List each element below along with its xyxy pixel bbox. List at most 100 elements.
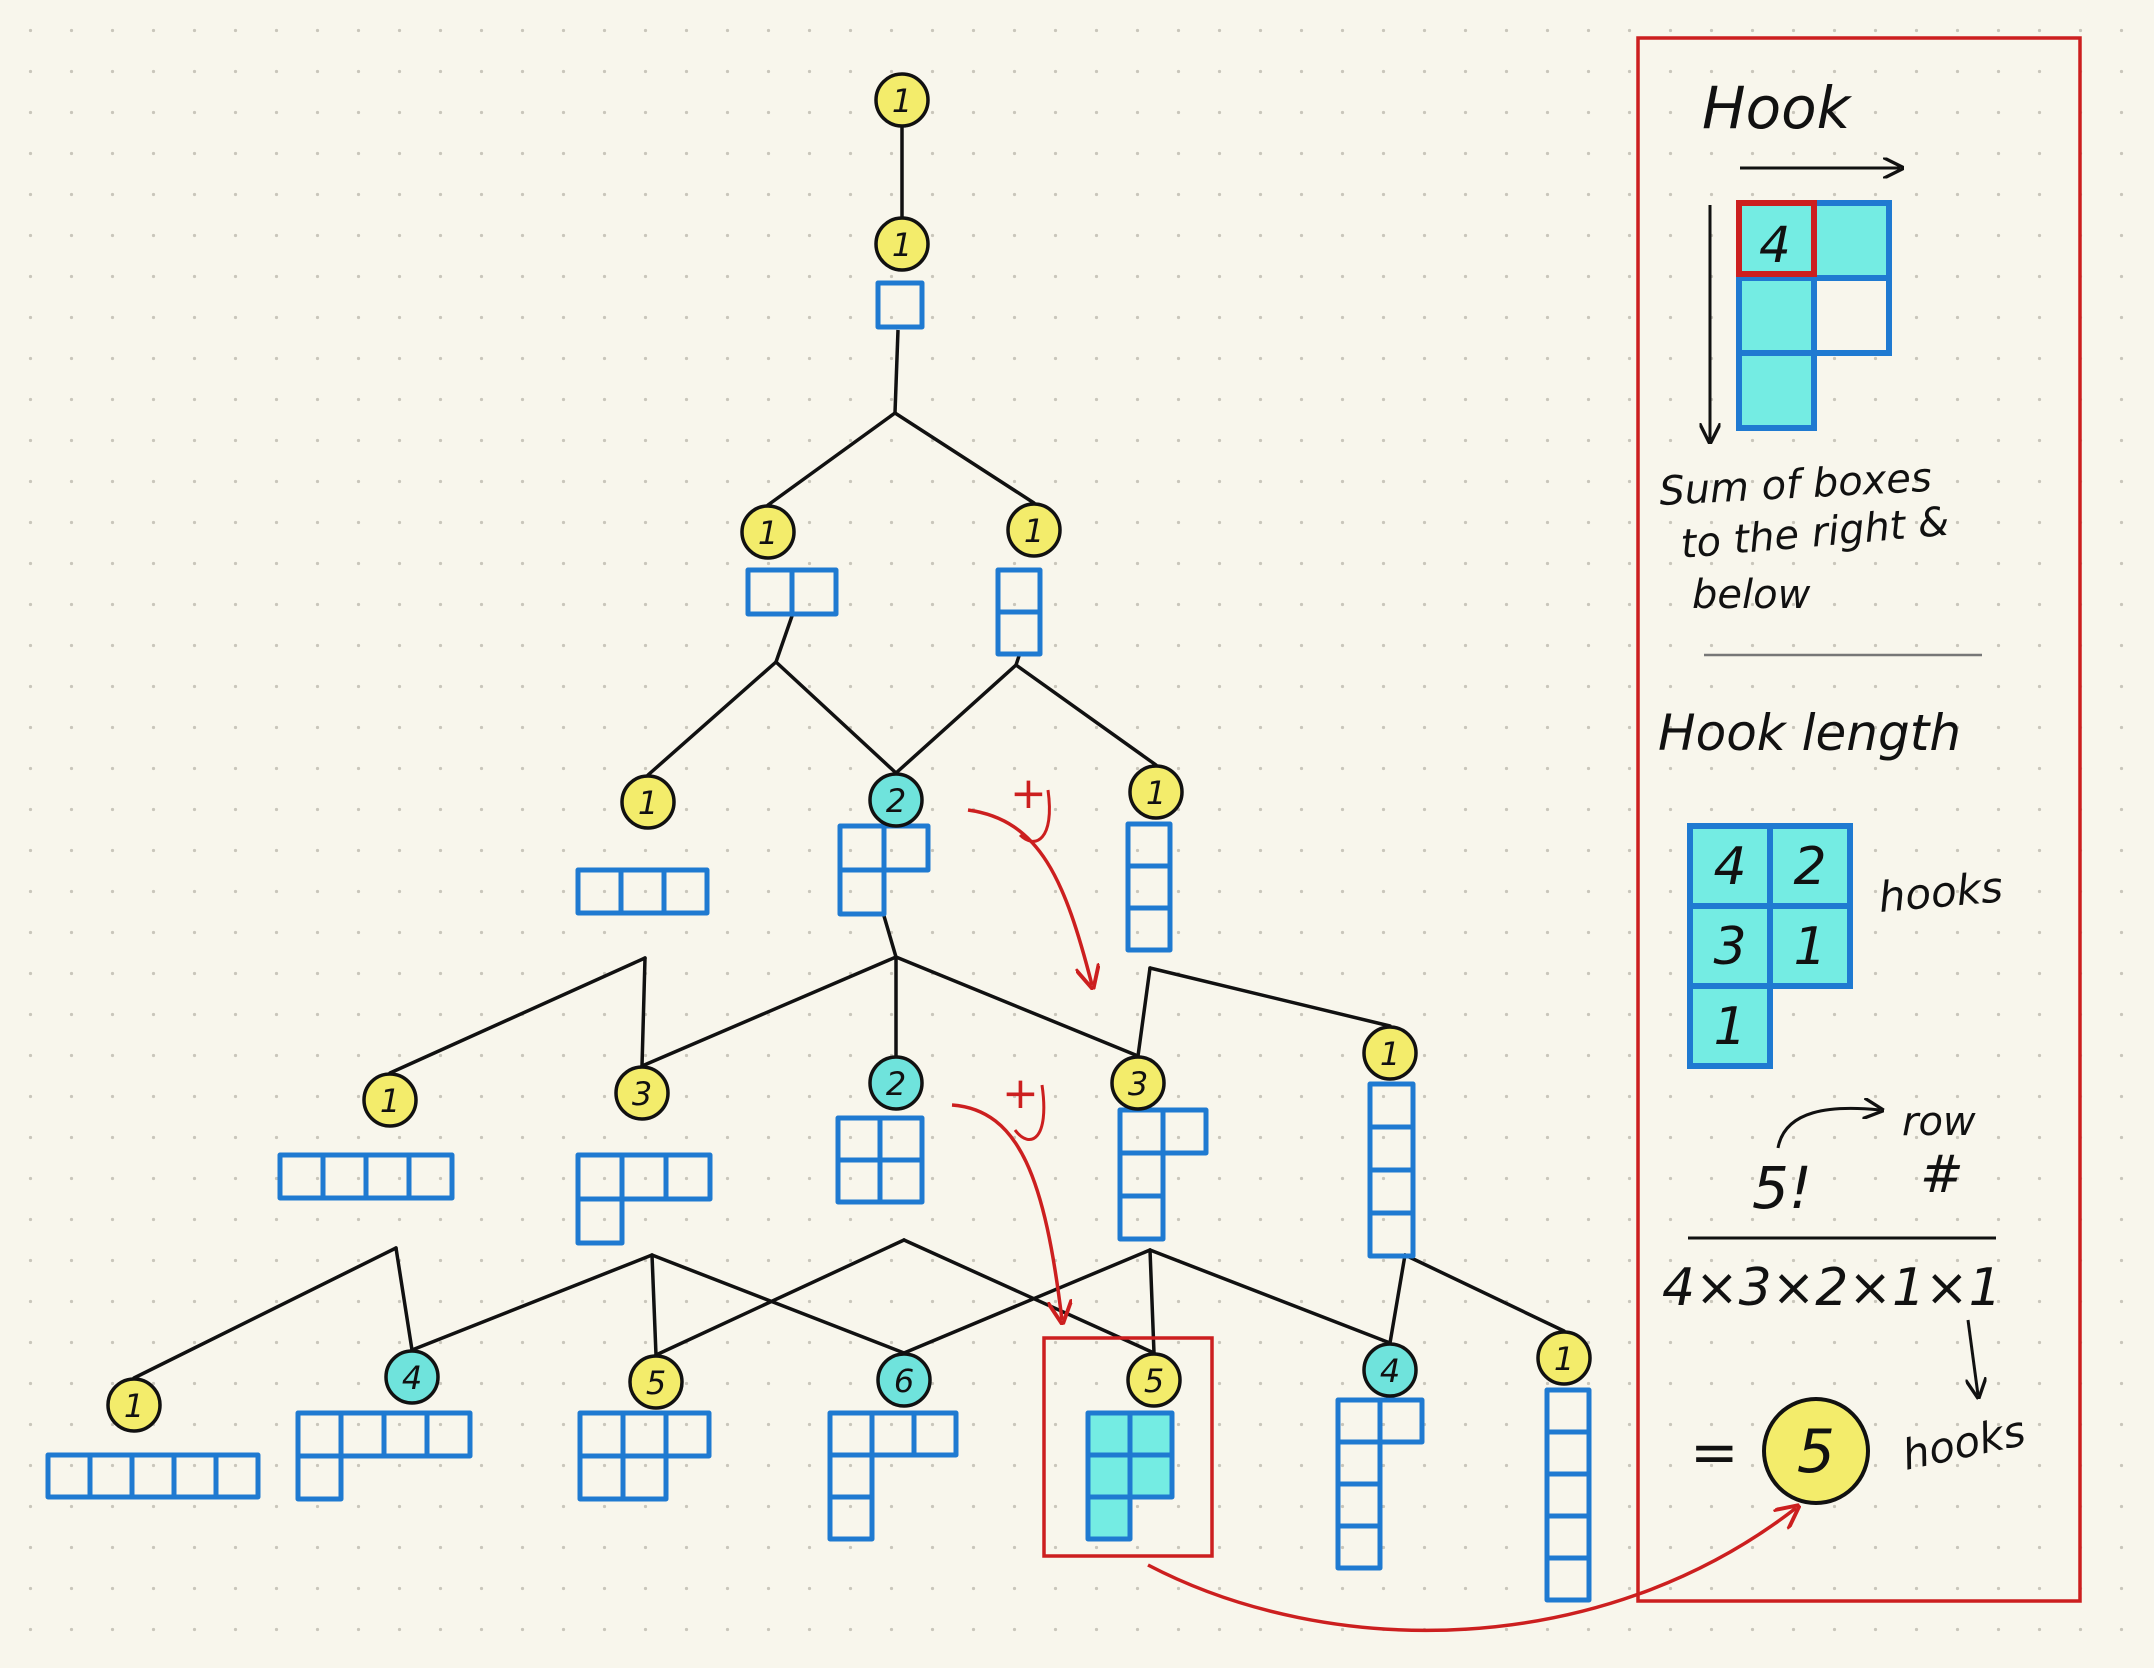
young-cell	[837, 867, 887, 917]
young-cell	[995, 567, 1043, 615]
young-cell	[663, 1152, 713, 1202]
young-cell	[424, 1410, 473, 1459]
count-circle	[868, 1055, 924, 1111]
tree-edge	[388, 956, 647, 1075]
count-node-n1: 1	[874, 216, 930, 272]
young-diagram-n5c	[577, 1410, 712, 1502]
hook-length-title: Hook length	[1658, 704, 1961, 762]
young-cell	[575, 1152, 625, 1202]
young-cell	[620, 1410, 669, 1459]
young-cell	[1125, 821, 1173, 869]
young-cell	[618, 867, 667, 916]
hook-title: Hook	[1702, 74, 1853, 142]
tree-edge	[1403, 1253, 1566, 1333]
young-cell	[1367, 1167, 1416, 1216]
tree-edge	[410, 1253, 654, 1352]
count-circle	[620, 774, 676, 830]
young-diagram-n4b	[575, 1152, 713, 1246]
tree-edge	[1148, 1248, 1392, 1345]
young-cell	[45, 1452, 93, 1500]
hook-length-value: 3	[1713, 917, 1746, 977]
count-label: 3	[632, 1075, 652, 1113]
row-arrow	[1776, 1108, 1880, 1149]
young-cell	[663, 1410, 712, 1459]
tree-edge	[1136, 966, 1152, 1058]
young-cell	[620, 1453, 669, 1502]
tree-edge	[640, 956, 647, 1068]
young-cell	[1544, 1555, 1592, 1603]
tree-edge	[893, 411, 1036, 505]
count-label: 1	[892, 82, 912, 120]
count-label: 4	[1380, 1352, 1400, 1390]
young-diagram-n5f	[1335, 1397, 1425, 1571]
young-cell	[1544, 1513, 1592, 1561]
count-label: 1	[892, 226, 912, 264]
young-cell	[1127, 1410, 1175, 1458]
young-cell	[1335, 1523, 1383, 1571]
young-diagram-n2a	[745, 567, 839, 617]
young-cell	[277, 1152, 326, 1201]
tree-edge	[902, 1248, 1152, 1355]
count-label: 1	[1554, 1340, 1574, 1378]
count-label: 1	[758, 514, 778, 552]
young-cell	[911, 1410, 959, 1458]
plus-arrow-2	[951, 1103, 1062, 1320]
tree-edge	[902, 1238, 1156, 1355]
young-diagram-n3c	[1125, 821, 1173, 953]
hook-length-value: 1	[1793, 917, 1826, 977]
young-cell	[1335, 1439, 1383, 1487]
hook-length-cell	[1687, 983, 1773, 1069]
young-cell	[363, 1152, 412, 1201]
count-node-n3c: 1	[1128, 764, 1184, 820]
young-cell	[406, 1152, 455, 1201]
tree-edge	[1148, 1248, 1156, 1355]
hook-example-value: 4	[1759, 216, 1791, 274]
young-cell	[575, 1196, 625, 1246]
count-circle	[384, 1349, 440, 1405]
count-label: 2	[886, 1065, 906, 1103]
tree-edge	[1388, 1253, 1407, 1345]
count-circle	[868, 772, 924, 828]
count-node-n4c: 2	[868, 1055, 924, 1111]
young-cell	[837, 823, 887, 873]
numerator: 5!	[1752, 1154, 1812, 1222]
count-node-n5c: 5	[628, 1354, 684, 1410]
plus-mark-1: +	[1010, 768, 1047, 819]
young-cell	[1335, 1481, 1383, 1529]
young-cell	[1335, 1397, 1383, 1445]
count-circle	[874, 72, 930, 128]
count-label: 1	[1146, 774, 1166, 812]
young-cell	[835, 1157, 883, 1205]
count-label: 6	[894, 1362, 914, 1400]
young-cell	[338, 1410, 387, 1459]
young-cell	[575, 867, 624, 916]
count-node-n3b: 2	[868, 772, 924, 828]
count-circle	[740, 504, 796, 560]
plus-mark-2: +	[1002, 1068, 1039, 1119]
young-cell	[1160, 1107, 1209, 1156]
tree-edge	[894, 955, 1140, 1058]
young-diagram-n4e	[1367, 1081, 1416, 1259]
hook-example-diagram	[1736, 200, 1892, 431]
count-circle	[614, 1065, 670, 1121]
count-node-n5f: 4	[1362, 1342, 1418, 1398]
hooks-label: hooks	[1877, 862, 2005, 922]
count-node-n4a: 1	[362, 1072, 418, 1128]
hook-example-cell	[1736, 275, 1817, 356]
count-circle	[876, 1352, 932, 1408]
young-diagram-n4d	[1117, 1107, 1209, 1242]
young-cell	[827, 1494, 875, 1542]
count-circle	[1362, 1342, 1418, 1398]
count-circle	[1110, 1055, 1166, 1111]
young-cell	[1367, 1124, 1416, 1173]
young-cell	[129, 1452, 177, 1500]
count-label: 1	[1380, 1035, 1400, 1073]
young-diagram-n5d	[827, 1410, 959, 1542]
tree-edge	[394, 1246, 414, 1352]
tree-edges	[132, 127, 1566, 1380]
young-cell	[881, 823, 931, 873]
young-cell	[661, 867, 710, 916]
equals-sign: =	[1690, 1418, 1739, 1486]
count-circle	[1126, 1352, 1182, 1408]
